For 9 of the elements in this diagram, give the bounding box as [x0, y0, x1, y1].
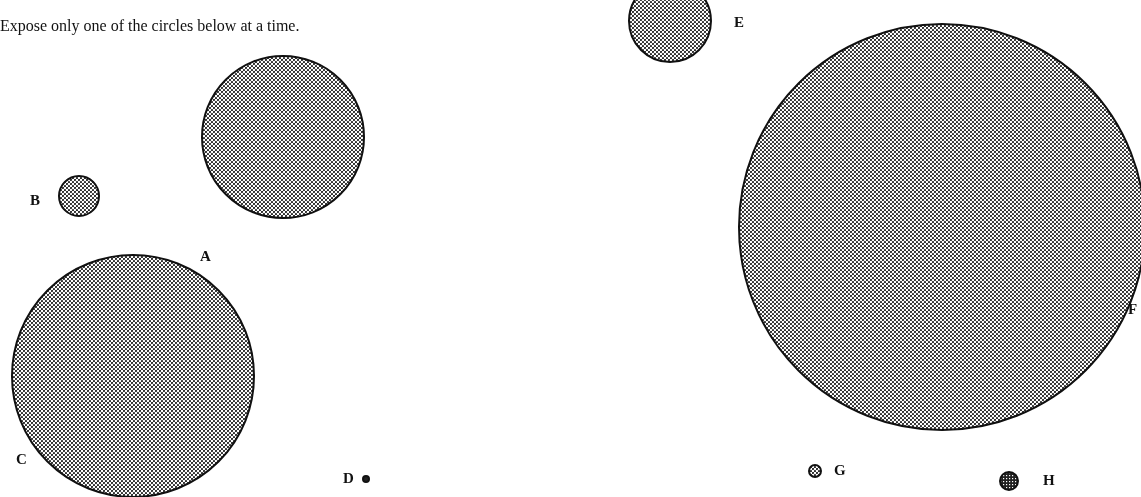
circle-letter: G: [834, 463, 846, 478]
circle-letter: C: [16, 452, 27, 467]
circle-letter: A: [200, 249, 211, 264]
circle-letter: D: [343, 471, 354, 486]
instruction-text: Expose only one of the circles below at a time.: [0, 17, 300, 35]
circle-letter: F: [1128, 302, 1138, 317]
circle-letter: B: [30, 193, 40, 208]
circle-letter: H: [1043, 473, 1055, 488]
circle-letter: E: [734, 15, 744, 30]
